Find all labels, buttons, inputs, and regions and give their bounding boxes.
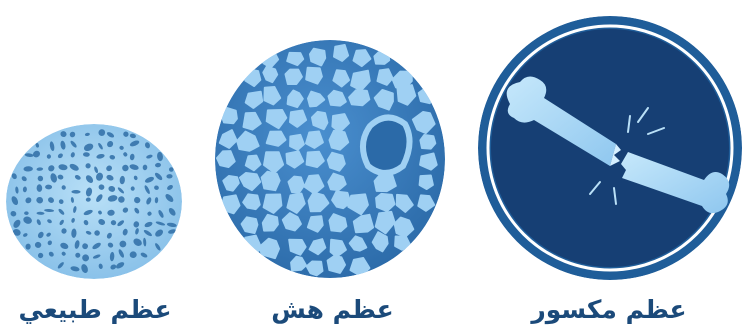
porous-bone-icon — [215, 40, 445, 278]
broken-bone-panel: عظم مكسور — [470, 0, 748, 330]
normal-bone-panel: عظم طبيعي — [0, 0, 190, 330]
porous-bone-panel: عظم هش — [210, 0, 455, 330]
broken-bone-label: عظم مكسور — [470, 292, 748, 328]
normal-bone-icon — [6, 124, 182, 279]
normal-bone-label: عظم طبيعي — [0, 292, 190, 328]
broken-bone-icon — [478, 16, 742, 280]
porous-bone-label: عظم هش — [210, 292, 455, 328]
